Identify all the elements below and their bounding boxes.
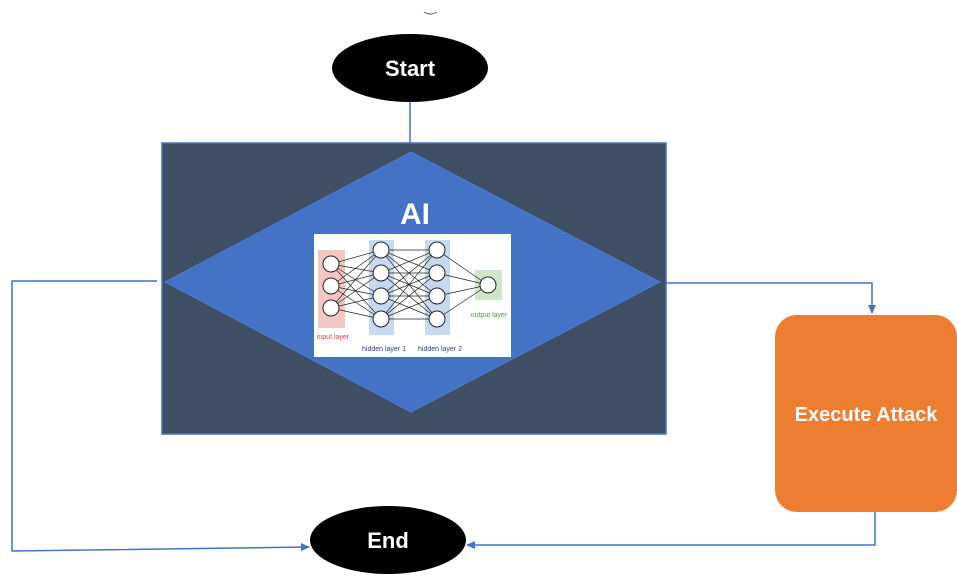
connector-execute-end <box>466 512 876 549</box>
end-node: End <box>310 506 466 574</box>
nn-neuron <box>372 287 390 305</box>
start-label: Start <box>385 56 436 81</box>
input-layer-label: input layer <box>317 334 350 341</box>
nn-edge <box>330 263 382 320</box>
execute-attack-label: Execute Attack <box>795 404 939 426</box>
nn-edge <box>330 307 382 320</box>
nn-neuron <box>322 255 340 273</box>
nn-neuron <box>479 276 497 294</box>
nn-edge <box>330 285 382 320</box>
nn-neuron <box>372 241 390 259</box>
nn-edge <box>436 284 489 297</box>
nn-neuron <box>322 277 340 295</box>
nn-edge <box>330 249 382 265</box>
connector-ai-end <box>11 280 310 552</box>
top-mark <box>423 11 438 15</box>
connectors <box>11 100 876 552</box>
nn-neuron <box>322 299 340 317</box>
nn-edge <box>436 272 489 286</box>
start-node: Start <box>332 34 488 102</box>
end-label: End <box>367 528 409 553</box>
connector-ai-execute <box>660 282 876 314</box>
nn-neuron <box>428 310 446 328</box>
neural-network-image: input layer hidden layer 1 hidden layer … <box>314 234 511 357</box>
nn-edge <box>330 263 382 297</box>
nn-neuron <box>372 264 390 282</box>
output-layer-label: output layer <box>471 312 508 319</box>
ai-title: AI <box>400 198 430 231</box>
nn-edge <box>380 249 438 274</box>
nn-neuron <box>428 241 446 259</box>
nn-edge <box>380 295 438 320</box>
nn-edge <box>380 249 438 297</box>
hidden-layer-1-label: hidden layer 1 <box>362 346 406 353</box>
nn-edge <box>436 284 489 320</box>
nn-edge <box>330 272 382 309</box>
ai-node: AI input layer hidden layer 1 hidden lay… <box>161 142 667 435</box>
nn-edge <box>330 249 382 287</box>
nn-edge <box>330 249 382 309</box>
nn-neuron <box>428 287 446 305</box>
nn-edge <box>436 249 489 286</box>
execute-attack-box <box>775 315 957 512</box>
nn-nodes <box>322 241 497 328</box>
nn-edge <box>380 249 438 320</box>
execute-attack-node: Execute Attack <box>775 315 957 512</box>
hidden-layer-2-label: hidden layer 2 <box>418 346 462 353</box>
nn-edge <box>330 295 382 309</box>
nn-neuron <box>372 310 390 328</box>
start-oval <box>332 34 488 102</box>
nn-edge <box>380 272 438 320</box>
nn-neuron <box>428 264 446 282</box>
end-oval <box>310 506 466 574</box>
